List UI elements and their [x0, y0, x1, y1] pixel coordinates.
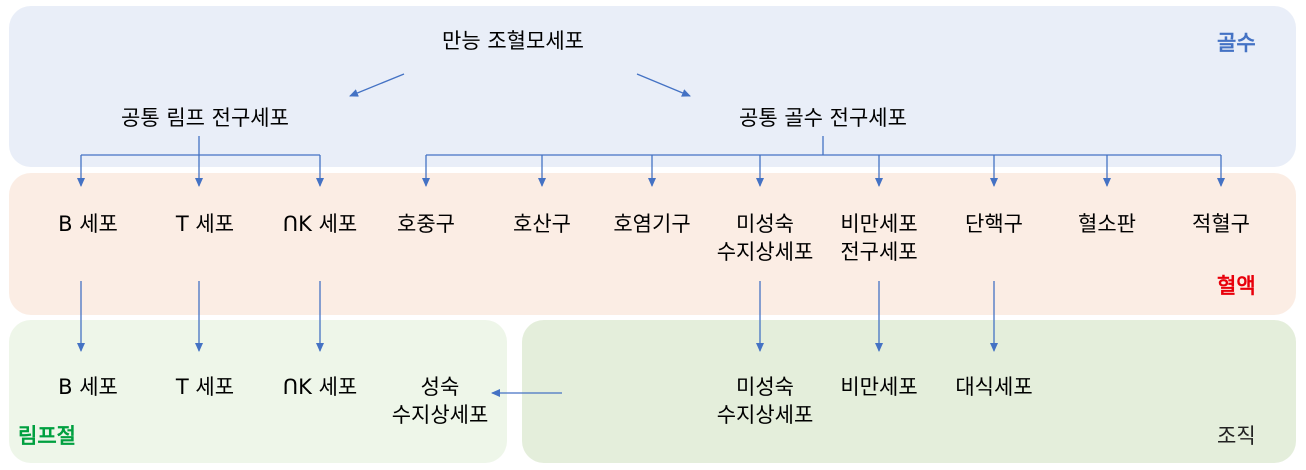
arrow-hsc-to-cmp — [636, 73, 691, 97]
basophil: 호염기구 — [613, 212, 691, 236]
bone-marrow-label: 골수 — [1217, 31, 1256, 55]
red-blood-cell: 적혈구 — [1192, 212, 1250, 236]
lymph-node-region — [9, 320, 507, 463]
platelet: 혈소판 — [1078, 212, 1136, 236]
neutrophil: 호중구 — [397, 212, 455, 236]
blood-label: 혈액 — [1217, 274, 1256, 298]
mast-cell-precursor: 비만세포 전구세포 — [840, 212, 918, 264]
nk-cell-lymph: ᑎK 세포 — [282, 375, 358, 399]
lymph-node-label: 림프절 — [18, 424, 76, 448]
b-cell-blood: B 세포 — [58, 212, 118, 236]
arrow-hsc-to-clp — [349, 73, 405, 97]
macrophage: 대식세포 — [955, 375, 1033, 399]
mast-cell: 비만세포 — [840, 375, 918, 399]
monocyte: 단핵구 — [965, 212, 1023, 236]
tissue-region — [522, 320, 1296, 463]
mature-dendritic-cell: 성숙 수지상세포 — [391, 375, 489, 427]
blood-region — [9, 173, 1296, 315]
common-myeloid-progenitor: 공통 골수 전구세포 — [739, 106, 907, 130]
immature-dendritic-cell-blood: 미성숙 수지상세포 — [716, 212, 814, 264]
tissue-label: 조직 — [1217, 424, 1256, 448]
t-cell-lymph: T 세포 — [175, 375, 235, 399]
bone-marrow-region — [9, 6, 1296, 167]
eosinophil: 호산구 — [513, 212, 571, 236]
common-lymphoid-progenitor: 공통 림프 전구세포 — [121, 106, 289, 130]
b-cell-lymph: B 세포 — [58, 375, 118, 399]
t-cell-blood: T 세포 — [175, 212, 235, 236]
nk-cell-blood: ᑎK 세포 — [282, 212, 358, 236]
hematopoietic-stem-cell: 만능 조혈모세포 — [442, 29, 584, 53]
immature-dendritic-cell-tissue: 미성숙 수지상세포 — [716, 375, 814, 427]
